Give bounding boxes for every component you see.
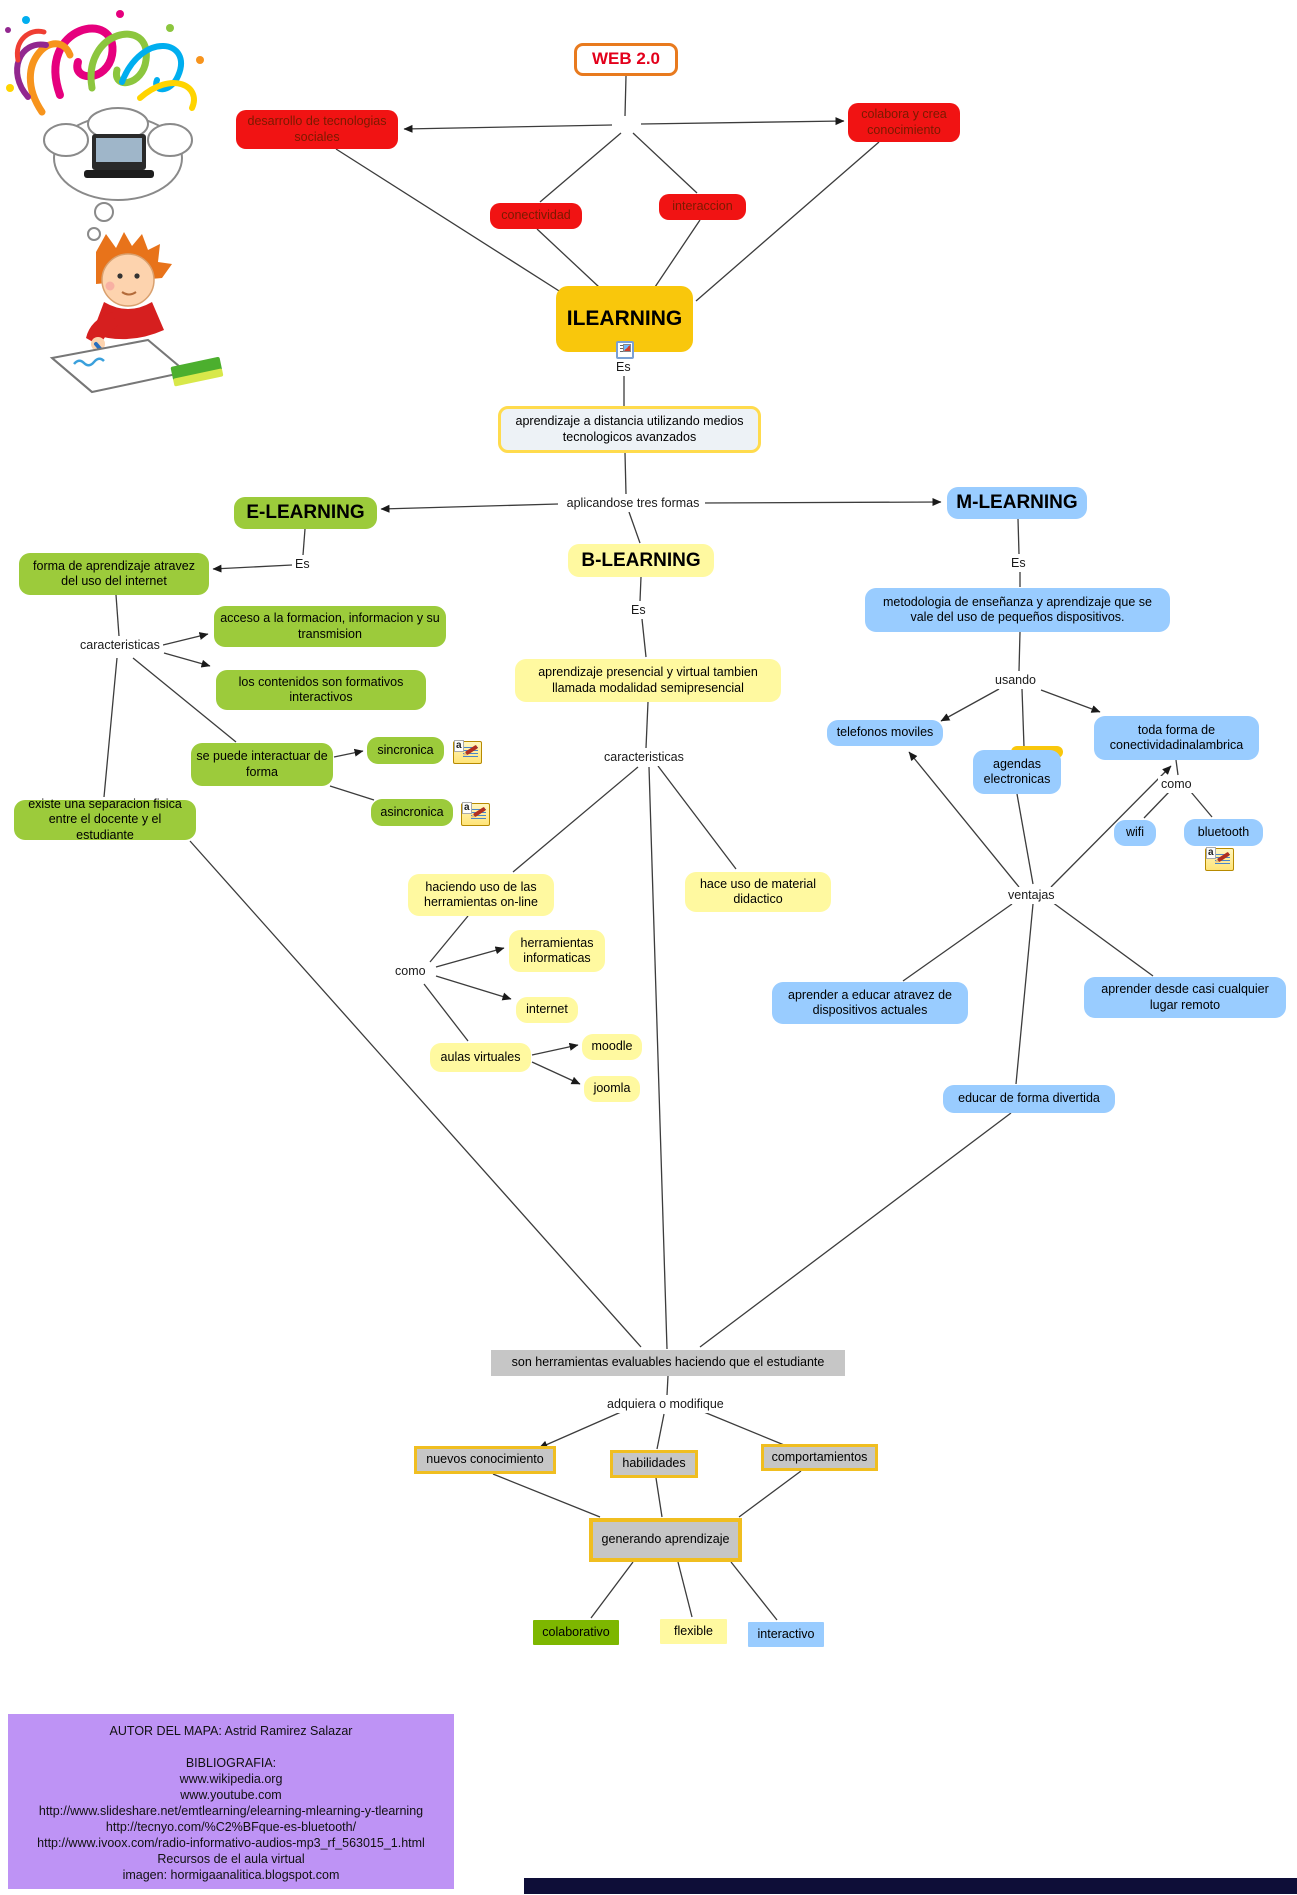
node-elearning[interactable]: E-LEARNING xyxy=(234,497,377,529)
node-generando-aprendizaje[interactable]: generando aprendizaje xyxy=(589,1518,742,1562)
link-label-aplicandose[interactable]: aplicandose tres formas xyxy=(561,495,705,512)
node-mlearning[interactable]: M-LEARNING xyxy=(947,487,1087,519)
note-letter: a xyxy=(1206,847,1216,859)
bottom-dark-bar xyxy=(524,1878,1297,1894)
node-sincronica[interactable]: sincronica xyxy=(367,737,444,764)
node-ilearning[interactable]: ILEARNING xyxy=(556,286,693,352)
bibliography-line: Recursos de el aula virtual xyxy=(157,1852,305,1866)
pencil-icon xyxy=(472,806,487,818)
node-habilidades[interactable]: habilidades xyxy=(610,1450,698,1478)
edges xyxy=(103,75,1213,1621)
node-metodologia[interactable]: metodologia de enseñanza y aprendizaje q… xyxy=(865,588,1170,632)
bibliography-title: BIBLIOGRAFIA: xyxy=(185,1756,277,1770)
note-letter: a xyxy=(454,740,464,752)
link-label-caracteristicas-e[interactable]: caracteristicas xyxy=(77,637,163,654)
node-aprender-remoto[interactable]: aprender desde casi cualquier lugar remo… xyxy=(1084,977,1286,1018)
node-web20[interactable]: WEB 2.0 xyxy=(574,43,678,76)
bibliography-line: www.wikipedia.org xyxy=(179,1772,283,1786)
note-letter: a xyxy=(462,802,472,814)
pencil-icon xyxy=(1216,851,1231,863)
node-se-puede-interactuar[interactable]: se puede interactuar de forma xyxy=(191,743,333,786)
node-son-herramientas[interactable]: son herramientas evaluables haciendo que… xyxy=(491,1350,845,1376)
node-colaborativo[interactable]: colaborativo xyxy=(533,1620,619,1645)
node-herramientas-informaticas[interactable]: herramientas informaticas xyxy=(509,930,605,972)
node-contenidos-formativos[interactable]: los contenidos son formativos interactiv… xyxy=(216,670,426,710)
node-nuevos-conocimiento[interactable]: nuevos conocimiento xyxy=(414,1446,556,1474)
bibliography-line: http://tecnyo.com/%C2%BFque-es-bluetooth… xyxy=(105,1820,357,1834)
bibliography-line: http://www.ivoox.com/radio-informativo-a… xyxy=(37,1836,425,1850)
link-label-como-b[interactable]: como xyxy=(392,963,429,980)
node-moodle[interactable]: moodle xyxy=(582,1034,642,1060)
link-label-ventajas[interactable]: ventajas xyxy=(1005,887,1058,904)
node-bluetooth[interactable]: bluetooth xyxy=(1184,819,1263,846)
node-interactivo[interactable]: interactivo xyxy=(748,1622,824,1647)
node-interaccion[interactable]: interaccion xyxy=(659,194,746,220)
bibliography-line: http://www.slideshare.net/emtlearning/el… xyxy=(38,1804,424,1818)
node-acceso-formacion[interactable]: acceso a la formacion, informacion y su … xyxy=(214,606,446,647)
node-aulas-virtuales[interactable]: aulas virtuales xyxy=(430,1043,531,1072)
node-forma-aprendizaje[interactable]: forma de aprendizaje atravez del uso del… xyxy=(19,553,209,595)
link-label-es-elearning[interactable]: Es xyxy=(292,556,313,573)
node-aprender-educar[interactable]: aprender a educar atravez de dispositivo… xyxy=(772,982,968,1024)
node-flexible[interactable]: flexible xyxy=(660,1619,727,1644)
document-image-resource-icon[interactable] xyxy=(616,341,634,359)
node-wifi[interactable]: wifi xyxy=(1114,820,1156,846)
node-educar-divertida[interactable]: educar de forma divertida xyxy=(943,1085,1115,1113)
node-aprendizaje-presencial[interactable]: aprendizaje presencial y virtual tambien… xyxy=(515,659,781,702)
link-label-caracteristicas-b[interactable]: caracteristicas xyxy=(601,749,687,766)
bibliography-line: www.youtube.com xyxy=(180,1788,282,1802)
node-conectividad[interactable]: conectividad xyxy=(490,203,582,229)
text-annotation-note-icon[interactable]: a xyxy=(1205,847,1234,871)
node-aprendizaje-distancia[interactable]: aprendizaje a distancia utilizando medio… xyxy=(498,406,761,453)
link-label-usando[interactable]: usando xyxy=(992,672,1040,689)
link-label-como-m[interactable]: como xyxy=(1158,776,1195,793)
text-annotation-note-icon[interactable]: a xyxy=(461,802,490,826)
node-hace-uso-material[interactable]: hace uso de material didactico xyxy=(685,872,831,912)
credits-panel: AUTOR DEL MAPA: Astrid Ramirez Salazar B… xyxy=(8,1714,454,1889)
link-label-es-ilearning[interactable]: Es xyxy=(613,359,634,376)
node-existe-separacion[interactable]: existe una separacion fisica entre el do… xyxy=(14,797,196,842)
text-annotation-note-icon[interactable]: a xyxy=(453,740,482,764)
node-desarrollo-tecnologias[interactable]: desarrollo de tecnologias sociales xyxy=(236,110,398,149)
link-label-es-mlearning[interactable]: Es xyxy=(1008,555,1029,572)
bibliography-line: imagen: hormigaanalitica.blogspot.com xyxy=(122,1868,340,1882)
node-asincronica[interactable]: asincronica xyxy=(371,799,453,826)
node-telefonos-moviles[interactable]: telefonos moviles xyxy=(827,720,943,746)
node-joomla[interactable]: joomla xyxy=(584,1076,640,1102)
node-colabora-crea[interactable]: colabora y crea conocimiento xyxy=(848,103,960,142)
author-line: AUTOR DEL MAPA: Astrid Ramirez Salazar xyxy=(109,1724,353,1738)
node-agendas-electronicas[interactable]: agendas electronicas xyxy=(973,750,1061,794)
node-toda-forma-conectividad[interactable]: toda forma de conectividadinalambrica xyxy=(1094,716,1259,760)
node-internet[interactable]: internet xyxy=(516,997,578,1023)
node-blearning[interactable]: B-LEARNING xyxy=(568,544,714,577)
node-haciendo-uso[interactable]: haciendo uso de las herramientas on-line xyxy=(408,874,554,916)
node-comportamientos[interactable]: comportamientos xyxy=(761,1444,878,1471)
pencil-icon xyxy=(464,744,479,756)
link-label-es-blearning[interactable]: Es xyxy=(628,602,649,619)
decorative-illustration xyxy=(5,10,224,394)
link-label-adquiera[interactable]: adquiera o modifique xyxy=(604,1396,727,1413)
